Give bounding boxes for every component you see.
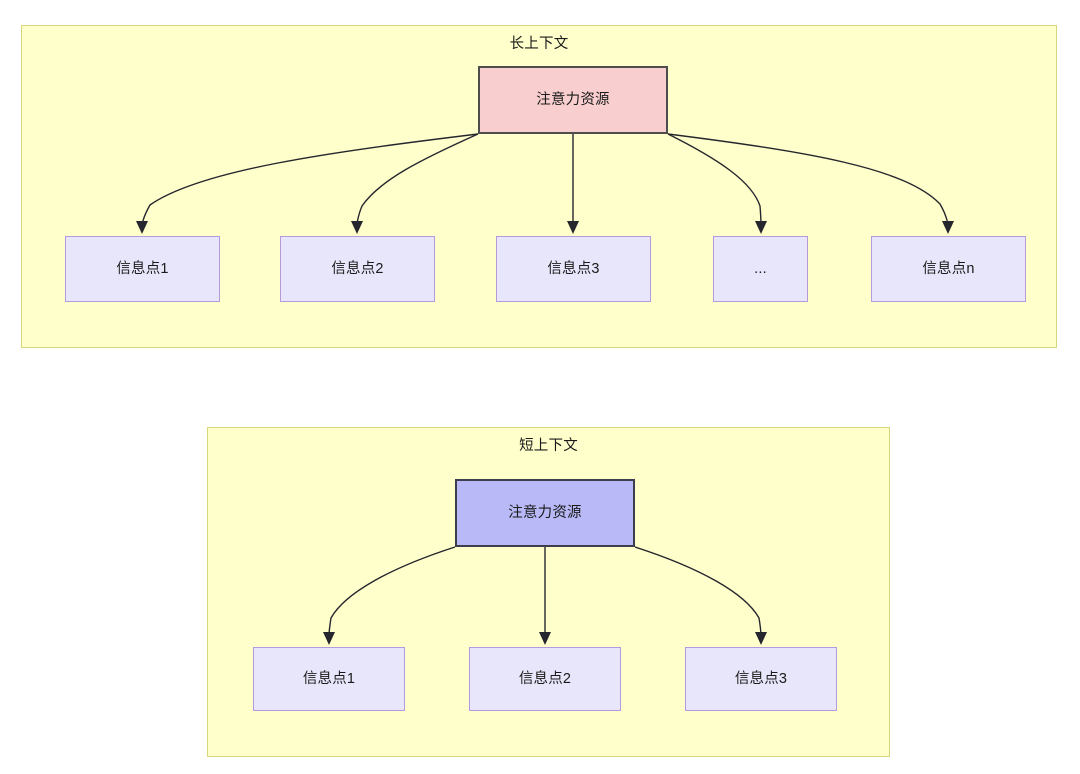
long-context-info-label-1: 信息点1	[116, 260, 169, 277]
long-context-info-label-n: 信息点n	[922, 260, 975, 277]
short-context-title: 短上下文	[519, 438, 578, 454]
long-context-attention-node[interactable]: 注意力资源	[478, 66, 668, 134]
long-context-attention-label: 注意力资源	[536, 91, 610, 108]
long-context-info-label-2: 信息点2	[331, 260, 384, 277]
long-context-title: 长上下文	[509, 36, 569, 52]
short-context-info-node-1[interactable]: 信息点1	[253, 647, 405, 711]
long-context-info-node-1[interactable]: 信息点1	[65, 236, 220, 302]
long-context-info-node-n[interactable]: 信息点n	[871, 236, 1026, 302]
long-context-info-label-3: 信息点3	[547, 260, 600, 277]
long-context-info-node-ellipsis[interactable]: ...	[713, 236, 808, 302]
short-context-attention-node[interactable]: 注意力资源	[455, 479, 635, 547]
short-context-info-node-2[interactable]: 信息点2	[469, 647, 621, 711]
long-context-info-node-3[interactable]: 信息点3	[496, 236, 651, 302]
short-context-info-label-2: 信息点2	[518, 670, 572, 687]
short-context-attention-label: 注意力资源	[508, 504, 582, 521]
short-context-info-node-3[interactable]: 信息点3	[685, 647, 837, 711]
long-context-info-label-ellipsis: ...	[754, 260, 767, 277]
short-context-info-label-3: 信息点3	[734, 670, 788, 687]
long-context-info-node-2[interactable]: 信息点2	[280, 236, 435, 302]
short-context-info-label-1: 信息点1	[302, 670, 356, 687]
